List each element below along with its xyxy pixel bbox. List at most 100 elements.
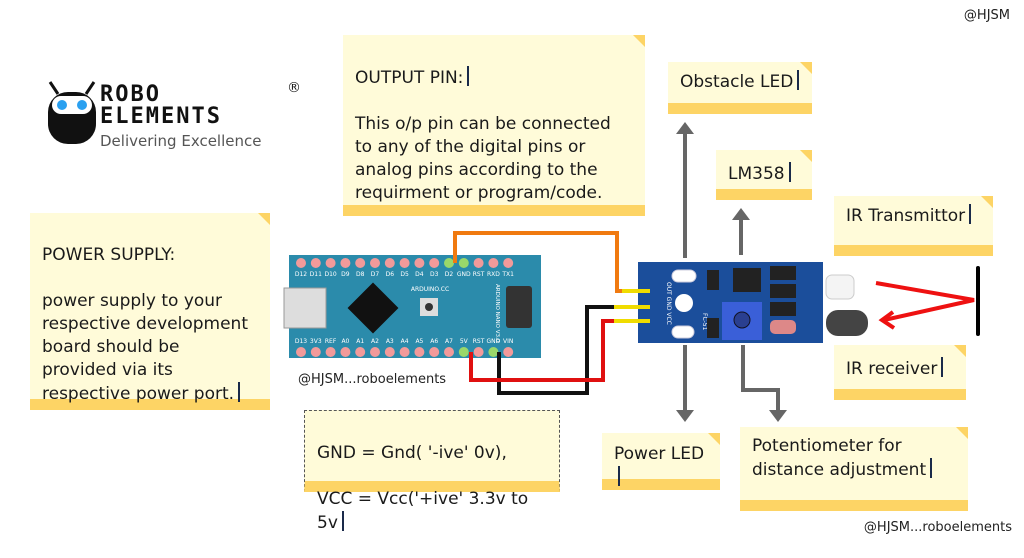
pin-d9 <box>340 258 351 268</box>
logo-line2: ELEMENTS <box>100 104 222 129</box>
pin-rxd <box>488 258 499 268</box>
pin-label: A5 <box>415 338 423 345</box>
pin-label: D4 <box>415 271 424 278</box>
pin-label: D7 <box>371 271 380 278</box>
pin-rst <box>473 258 484 268</box>
pin-3v3 <box>310 347 321 357</box>
pin-tx1 <box>503 258 514 268</box>
pin-d10 <box>325 258 336 268</box>
pin-d4 <box>414 258 425 268</box>
pin-d2 <box>444 258 454 268</box>
pin-a2 <box>370 347 380 357</box>
pin-d12 <box>296 258 306 268</box>
pin-label: A6 <box>430 338 438 345</box>
robo-elements-logo: ROBO ELEMENTS ® Delivering Excellence <box>42 80 302 155</box>
pin-gnd <box>488 347 499 357</box>
pin-label: GND <box>487 338 501 345</box>
pin-label: 5V <box>460 338 469 345</box>
pin-a4 <box>399 347 410 357</box>
sensor-pin-labels: OUT GND VCC <box>665 282 672 325</box>
pin-label: 3V3 <box>310 338 322 345</box>
pin-label: TX1 <box>501 271 514 278</box>
note-power-led: Power LED <box>602 433 720 490</box>
sensor-model-label: FC-51 <box>701 313 708 331</box>
pin-label: GND <box>457 271 471 278</box>
pin-label: D2 <box>445 271 454 278</box>
arduino-nano-board <box>289 255 541 358</box>
pin-label: VIN <box>503 338 513 345</box>
pin-a3 <box>384 347 395 357</box>
pin-d7 <box>370 258 380 268</box>
note-ir-transmitter: IR Transmittor <box>834 196 993 256</box>
board-caption: @HJSM...roboelements <box>298 372 447 387</box>
pin-label: RST <box>473 271 485 278</box>
pin-label: A1 <box>356 338 364 345</box>
watermark-top: @HJSM <box>963 8 1010 23</box>
gnd-description: GND = Gnd( '-ive' 0v), <box>317 443 507 463</box>
note-power-supply: POWER SUPPLY: power supply to your respec… <box>30 213 270 410</box>
output-pin-title: OUTPUT PIN: <box>355 68 464 88</box>
pin-label: RST <box>473 338 485 345</box>
logo-registered: ® <box>287 80 301 96</box>
pin-label: D5 <box>400 271 409 278</box>
pin-label: A2 <box>371 338 379 345</box>
logo-line1: ROBO <box>100 82 161 107</box>
note-output-pin: OUTPUT PIN: This o/p pin can be connected… <box>343 35 645 216</box>
usb-port <box>283 287 327 329</box>
icsp-header <box>506 286 532 328</box>
pin-a7 <box>444 347 454 357</box>
vcc-description: VCC = Vcc('+ive' 3.3v to 5v <box>317 489 529 533</box>
potentiometer-label: Potentiometer for distance adjustment <box>752 436 927 480</box>
power-led <box>671 325 695 339</box>
pin-d3 <box>429 258 440 268</box>
pin-label: D13 <box>295 338 307 345</box>
obstacle-led <box>671 269 697 283</box>
ir-ray <box>875 281 975 322</box>
pin-rst <box>473 347 484 357</box>
pin-label: D9 <box>341 271 350 278</box>
pin-label: A4 <box>401 338 409 345</box>
pin-ref <box>325 347 336 357</box>
pin-a5 <box>414 347 425 357</box>
ir-receiver <box>826 310 868 336</box>
pin-label: D8 <box>356 271 365 278</box>
pin-d11 <box>310 258 321 268</box>
pin-label: D3 <box>430 271 439 278</box>
note-lm358: LM358 <box>716 150 812 200</box>
pin-label: D11 <box>310 271 322 278</box>
mount-hole <box>675 294 693 312</box>
pin-d8 <box>355 258 366 268</box>
pin-a6 <box>429 347 440 357</box>
robot-icon <box>48 81 96 144</box>
output-pin-body: This o/p pin can be connected to any of … <box>355 114 611 203</box>
pin-d6 <box>384 258 395 268</box>
pin-label: D12 <box>295 271 307 278</box>
power-led-label: Power LED <box>614 444 705 464</box>
power-supply-title: POWER SUPPLY: <box>42 245 176 265</box>
power-supply-body: power supply to your respective developm… <box>42 291 248 404</box>
pin-label: D10 <box>324 271 336 278</box>
note-pins: GND = Gnd( '-ive' 0v), VCC = Vcc('+ive' … <box>304 410 560 533</box>
arrow-potentiometer <box>741 345 780 412</box>
vcc-wire <box>469 319 614 382</box>
pin-label: D6 <box>386 271 395 278</box>
pin-5v <box>458 347 469 357</box>
pin-label: A0 <box>341 338 349 345</box>
ir-receiver-label: IR receiver <box>846 359 938 379</box>
logo-tagline: Delivering Excellence <box>100 132 262 150</box>
pin-d5 <box>399 258 410 268</box>
lm358-label: LM358 <box>728 164 785 184</box>
note-ir-receiver: IR receiver <box>834 345 966 400</box>
obstacle-led-label: Obstacle LED <box>680 72 794 92</box>
pin-label: REF <box>325 338 337 345</box>
pin-gnd <box>458 258 469 268</box>
ir-transmitter <box>825 274 855 300</box>
pin-label: RXD <box>487 271 500 278</box>
pin-d13 <box>296 347 306 357</box>
pin-label: A7 <box>445 338 453 345</box>
pin-a0 <box>340 347 351 357</box>
arduino-board-label: ARDUINO NANO V3.0 <box>494 284 500 343</box>
arduino-site-label: ARDUINO.CC <box>411 286 449 293</box>
lm358-chip <box>733 268 761 292</box>
